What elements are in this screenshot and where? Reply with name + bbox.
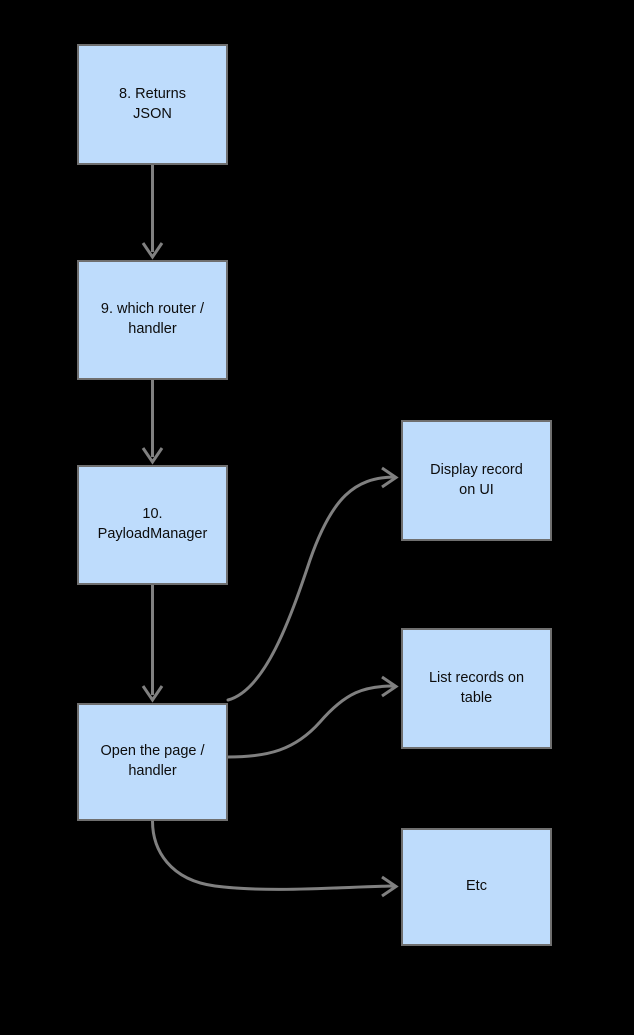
node-which-router-handler[interactable]: 9. which router / handler — [77, 260, 228, 380]
edge-open-the-page-to-list-records — [226, 675, 399, 759]
node-payload-manager[interactable]: 10. PayloadManager — [77, 465, 228, 585]
node-list-records-on-table[interactable]: List records on table — [401, 628, 552, 749]
node-etc[interactable]: Etc — [401, 828, 552, 946]
edge-open-the-page-to-etc — [151, 819, 399, 898]
edge-payload-manager-to-open-the-page — [141, 585, 164, 703]
edge-open-the-page-to-display-record — [226, 466, 399, 702]
node-label: Display record on UI — [430, 461, 523, 498]
node-open-the-page-handler[interactable]: Open the page / handler — [77, 703, 228, 821]
node-label: 8. Returns JSON — [119, 85, 186, 122]
node-display-record-on-ui[interactable]: Display record on UI — [401, 420, 552, 541]
node-label: Open the page / handler — [100, 743, 205, 779]
node-label: 9. which router / handler — [100, 301, 205, 337]
node-returns-json[interactable]: 8. Returns JSON — [77, 44, 228, 165]
node-label: List records on table — [428, 669, 525, 706]
edge-which-router-to-payload-manager — [141, 380, 164, 465]
edge-returns-json-to-which-router — [141, 165, 164, 260]
node-label: 10. PayloadManager — [97, 506, 208, 542]
node-label: Etc — [466, 878, 487, 895]
